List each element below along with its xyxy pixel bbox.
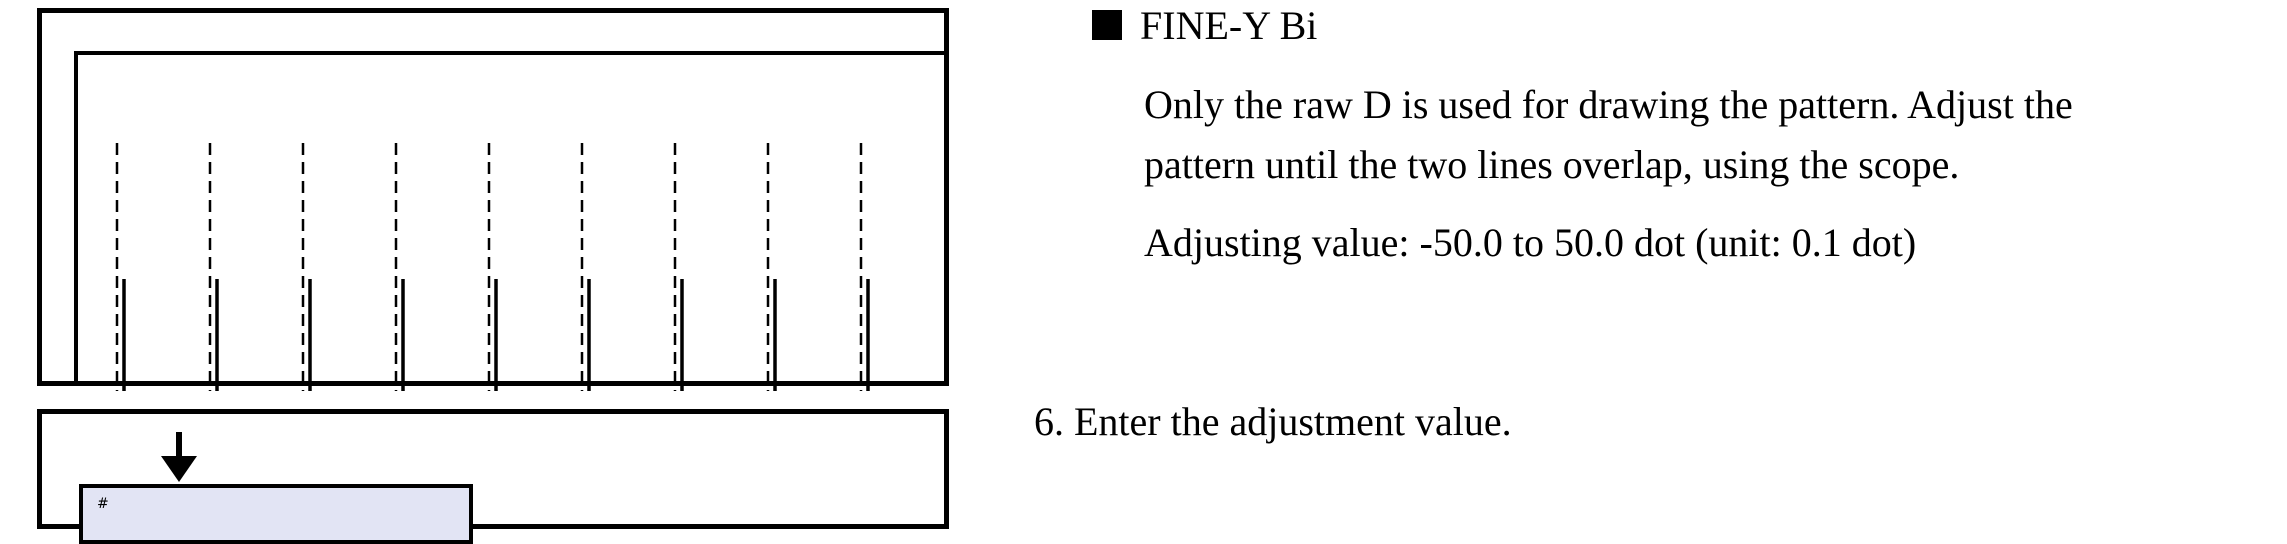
- input-figure: #: [37, 409, 949, 544]
- adjusting-value-text: Adjusting value: -50.0 to 50.0 dot (unit…: [1144, 220, 1917, 265]
- section-heading-text: FINE-Y Bi: [1140, 2, 1318, 48]
- down-arrow-icon: [161, 432, 197, 482]
- section-heading: FINE-Y Bi: [1092, 0, 1317, 50]
- pattern-inner-frame: [74, 51, 949, 386]
- field-mark: #: [97, 496, 109, 512]
- square-bullet-icon: [1092, 10, 1122, 40]
- step-six: 6. Enter the adjustment value.: [1034, 399, 1512, 444]
- adjustment-value-field[interactable]: #: [79, 484, 473, 544]
- pattern-lines: [115, 143, 870, 391]
- description-line-1: Only the raw D is used for drawing the p…: [1144, 82, 2073, 127]
- description: Only the raw D is used for drawing the p…: [1144, 75, 2073, 195]
- description-line-2: pattern until the two lines overlap, usi…: [1144, 142, 1960, 187]
- pattern-figure: [37, 8, 949, 391]
